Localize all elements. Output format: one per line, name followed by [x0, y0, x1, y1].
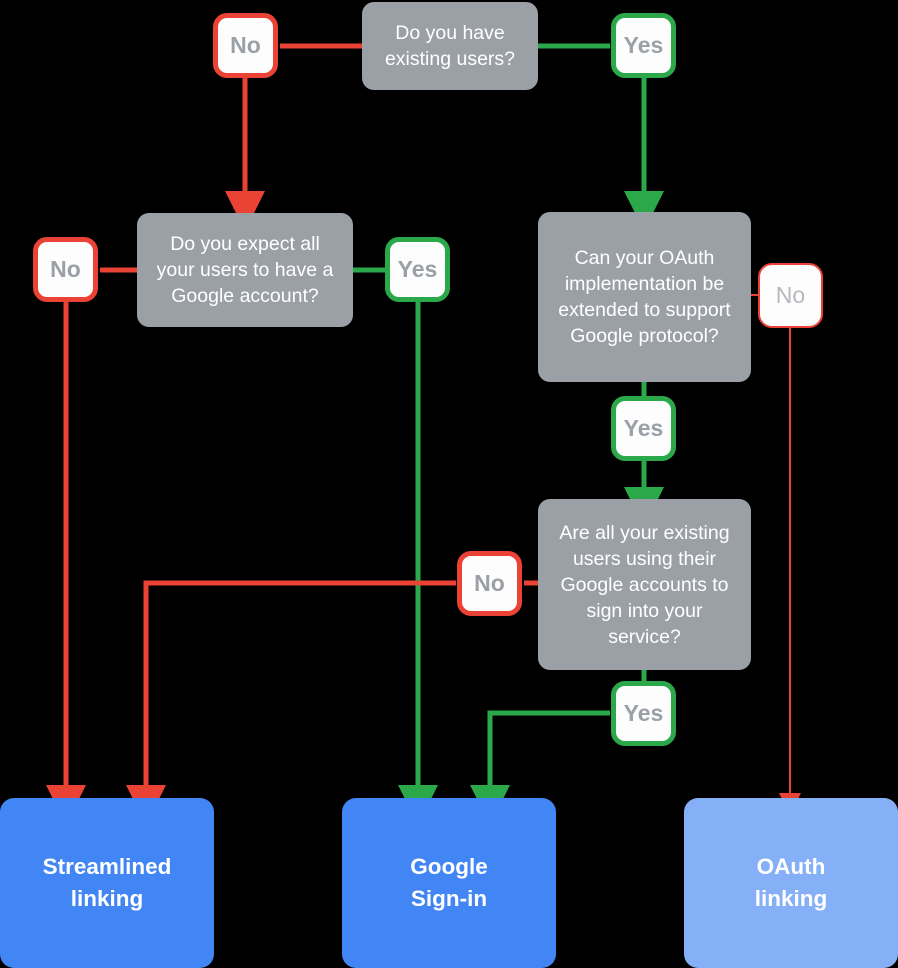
badge-yes-existing-users[interactable]: Yes	[611, 13, 676, 78]
result-label-line2: Sign-in	[410, 886, 488, 911]
question-box-existing-users: Do you have existing users?	[362, 2, 538, 90]
badge-label: No	[474, 570, 505, 596]
badge-yes-oauth-extend[interactable]: Yes	[611, 396, 676, 461]
badge-label: Yes	[623, 32, 664, 58]
badge-yes-existing-users-google[interactable]: Yes	[611, 681, 676, 746]
result-label-line1: OAuth	[756, 854, 826, 879]
question-text: Do you have existing users?	[384, 22, 516, 70]
badge-no-existing-users-google[interactable]: No	[457, 551, 522, 616]
question-text: Are all your existing users using their …	[559, 521, 730, 648]
result-box-oauth-linking[interactable]: OAuth linking	[684, 798, 898, 968]
badge-label: Yes	[623, 415, 664, 441]
result-label-line2: linking	[70, 886, 144, 911]
badge-label: No	[50, 256, 81, 282]
badge-label: No	[230, 32, 261, 58]
question-text: Can your OAuth implementation be extende…	[558, 247, 731, 347]
badge-no-existing-users[interactable]: No	[213, 13, 278, 78]
edge-no-to-streamlined-2	[126, 580, 456, 825]
result-label-line1: Google	[410, 854, 488, 879]
edge-yes-to-googlesignin-2	[470, 710, 610, 825]
badge-label: Yes	[397, 256, 438, 282]
result-box-streamlined-linking[interactable]: Streamlined linking	[0, 798, 214, 968]
badge-label: No	[775, 282, 806, 308]
result-label-line1: Streamlined	[42, 854, 172, 879]
question-box-google-account: Do you expect all your users to have a G…	[137, 213, 353, 327]
badge-no-google-account[interactable]: No	[33, 237, 98, 302]
result-box-google-signin[interactable]: Google Sign-in	[342, 798, 556, 968]
question-text: Do you expect all your users to have a G…	[156, 233, 334, 307]
badge-yes-google-account[interactable]: Yes	[385, 237, 450, 302]
result-label-line2: linking	[754, 886, 828, 911]
badge-label: Yes	[623, 700, 664, 726]
question-box-oauth-extend: Can your OAuth implementation be extende…	[538, 212, 751, 382]
question-box-existing-users-google: Are all your existing users using their …	[538, 499, 751, 670]
badge-no-oauth-extend[interactable]: No	[758, 263, 823, 328]
